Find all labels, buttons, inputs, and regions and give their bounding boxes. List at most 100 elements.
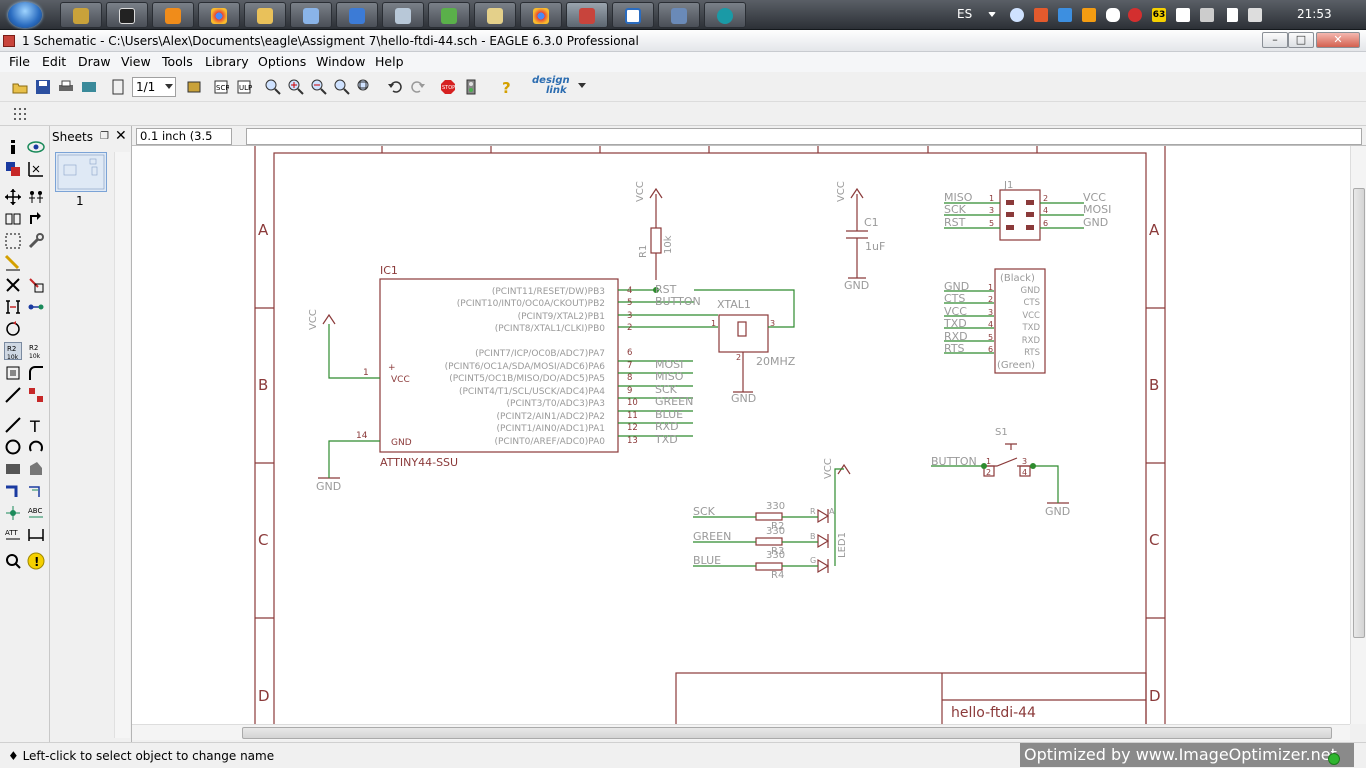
miter-icon[interactable] xyxy=(27,364,45,382)
ftdi-body[interactable] xyxy=(994,268,1046,374)
mirror-icon[interactable] xyxy=(4,210,22,228)
close-panel-button[interactable]: ✕ xyxy=(115,128,127,144)
split-icon[interactable] xyxy=(4,386,22,404)
taskbar-app-8[interactable] xyxy=(382,2,424,28)
schematic-drawing[interactable]: A B C D A B C D hello-ftdi-44 IC1 ATTINY… xyxy=(132,146,1350,724)
copy-icon[interactable] xyxy=(27,188,45,206)
taskbar-app-9[interactable] xyxy=(428,2,470,28)
taskbar-arduino[interactable] xyxy=(704,2,746,28)
zoom-select-icon[interactable] xyxy=(357,79,373,95)
taskbar-explorer[interactable] xyxy=(244,2,286,28)
menu-tools[interactable]: Tools xyxy=(162,54,193,69)
grid-icon[interactable] xyxy=(12,106,28,122)
move-icon[interactable] xyxy=(4,188,22,206)
redraw-icon[interactable] xyxy=(334,79,350,95)
help-icon[interactable]: ? xyxy=(498,79,514,97)
menu-view[interactable]: View xyxy=(121,54,151,69)
cam-icon[interactable] xyxy=(81,79,97,95)
invoke-icon[interactable] xyxy=(27,386,45,404)
smash-icon[interactable] xyxy=(4,364,22,382)
attribute-icon[interactable]: ATT xyxy=(4,526,22,544)
run-ulp-icon[interactable]: SCR xyxy=(213,79,230,95)
taskbar-app-2[interactable] xyxy=(106,2,148,28)
schematic-canvas[interactable]: A B C D A B C D hello-ftdi-44 IC1 ATTINY… xyxy=(132,146,1350,724)
arc-icon[interactable] xyxy=(27,438,45,456)
start-button[interactable] xyxy=(8,2,42,28)
taskbar-app-7[interactable] xyxy=(336,2,378,28)
close-button[interactable]: ✕ xyxy=(1316,32,1360,48)
mark-icon[interactable] xyxy=(27,160,45,178)
r3-body[interactable] xyxy=(755,537,783,546)
horizontal-scrollbar[interactable] xyxy=(132,724,1350,740)
sheet-select[interactable]: 1/1 xyxy=(132,77,176,97)
taskbar-chrome-1[interactable] xyxy=(198,2,240,28)
r2-body[interactable] xyxy=(755,512,783,521)
flag-icon[interactable] xyxy=(1176,8,1190,22)
add-icon[interactable] xyxy=(27,276,45,294)
c1-symbol[interactable] xyxy=(846,194,868,278)
zoom-out-icon[interactable] xyxy=(311,79,327,95)
go-icon[interactable] xyxy=(463,79,479,95)
paste-icon[interactable] xyxy=(4,254,22,272)
tray-badge[interactable]: 63 xyxy=(1152,8,1166,22)
vertical-scroll-thumb[interactable] xyxy=(1353,188,1365,638)
gateswap-icon[interactable] xyxy=(27,298,45,316)
device-icon[interactable] xyxy=(1200,8,1214,22)
rotate-icon[interactable] xyxy=(27,210,45,228)
group-icon[interactable] xyxy=(4,232,22,250)
errc-icon[interactable] xyxy=(4,552,22,570)
gmail-icon[interactable] xyxy=(1128,8,1142,22)
command-line-input[interactable] xyxy=(246,128,1362,145)
menu-library[interactable]: Library xyxy=(205,54,249,69)
label-icon[interactable]: ABC xyxy=(27,504,45,522)
info-icon[interactable] xyxy=(4,138,22,156)
r1-body[interactable] xyxy=(650,227,662,254)
taskbar-app-1[interactable] xyxy=(60,2,102,28)
taskbar-eagle[interactable] xyxy=(566,2,608,28)
cloud-2-icon[interactable] xyxy=(1106,8,1120,22)
language-indicator[interactable]: ES xyxy=(957,7,973,21)
stop-icon[interactable]: STOP xyxy=(440,79,456,95)
menu-options[interactable]: Options xyxy=(258,54,307,69)
junction-icon[interactable] xyxy=(4,504,22,522)
open-icon[interactable] xyxy=(12,79,28,95)
tray-app-icon[interactable] xyxy=(1034,8,1048,22)
taskbar-app-6[interactable] xyxy=(290,2,332,28)
float-panel-button[interactable]: ❐ xyxy=(100,131,109,142)
change-icon[interactable] xyxy=(27,232,45,250)
taskbar-app-14[interactable] xyxy=(658,2,700,28)
minimize-button[interactable]: – xyxy=(1262,32,1288,48)
menu-draw[interactable]: Draw xyxy=(78,54,111,69)
delete-icon[interactable] xyxy=(4,276,22,294)
menu-edit[interactable]: Edit xyxy=(42,54,67,69)
clock[interactable]: 21:53 xyxy=(1297,7,1332,21)
text-icon[interactable]: T xyxy=(27,416,45,436)
r4-body[interactable] xyxy=(755,562,783,571)
led1-symbols[interactable] xyxy=(817,508,830,574)
print-icon[interactable] xyxy=(58,79,74,95)
volume-icon[interactable] xyxy=(1248,8,1262,22)
cloud-icon[interactable] xyxy=(1010,8,1024,22)
circle-icon[interactable] xyxy=(4,438,22,456)
sheet-thumbnail[interactable] xyxy=(55,152,107,192)
net-icon[interactable] xyxy=(27,482,45,500)
rect-icon[interactable] xyxy=(4,460,22,478)
zoom-fit-icon[interactable] xyxy=(265,79,281,95)
pinswap-icon[interactable] xyxy=(4,298,22,316)
bus-icon[interactable] xyxy=(4,482,22,500)
menu-help[interactable]: Help xyxy=(375,54,404,69)
dimension-icon[interactable] xyxy=(27,526,45,544)
sheets-scrollbar[interactable] xyxy=(114,152,130,738)
polygon-icon[interactable] xyxy=(27,460,45,478)
zoom-in-icon[interactable] xyxy=(288,79,304,95)
wire-icon[interactable] xyxy=(4,416,22,434)
taskbar-app-3[interactable] xyxy=(152,2,194,28)
dropbox-icon[interactable] xyxy=(1058,8,1072,22)
eagle-app-icon[interactable] xyxy=(3,35,15,47)
taskbar-chrome-2[interactable] xyxy=(520,2,562,28)
redo-icon[interactable] xyxy=(410,79,426,95)
designlink-dropdown-icon[interactable] xyxy=(578,83,586,88)
